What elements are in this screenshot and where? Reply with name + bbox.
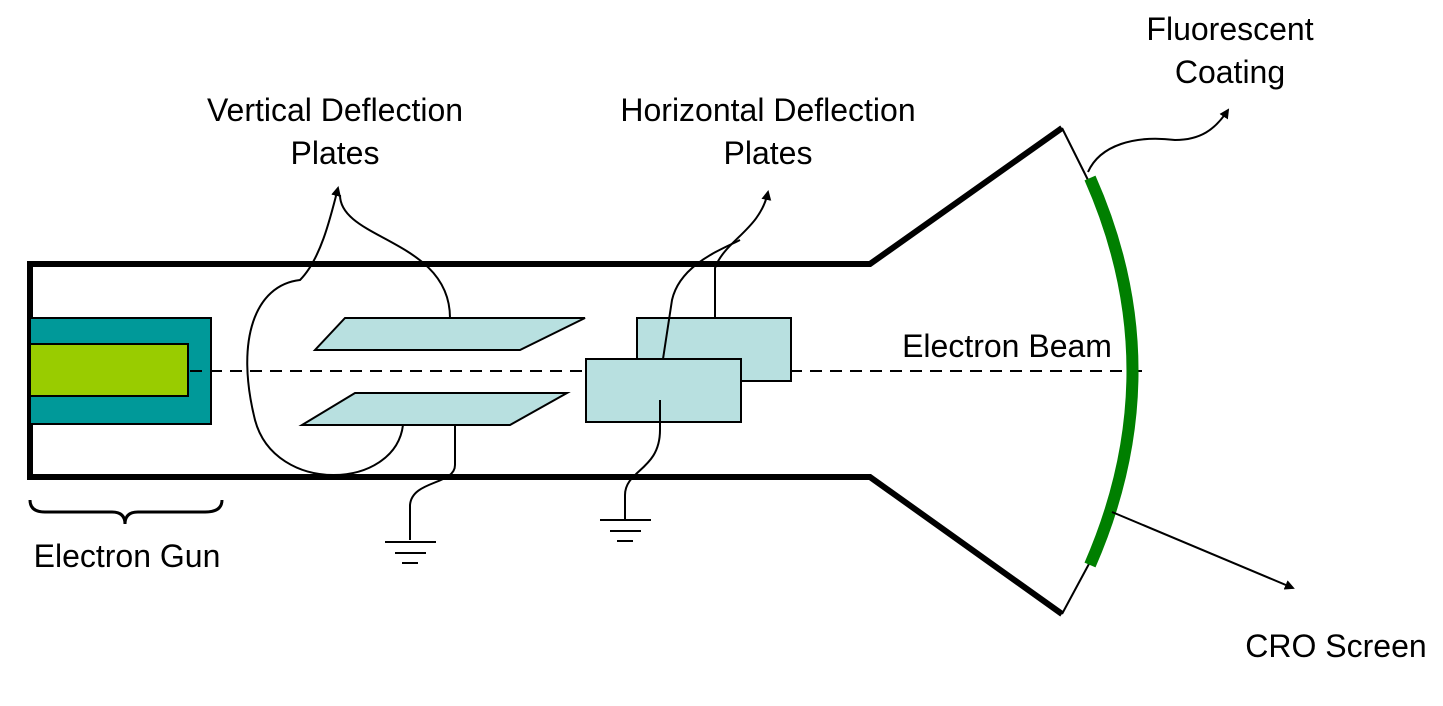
ground-symbol-horizontal bbox=[600, 519, 651, 542]
label-fluorescent-coating-line2: Coating bbox=[1175, 54, 1285, 90]
label-electron-beam: Electron Beam bbox=[902, 328, 1112, 364]
ground-symbol-vertical bbox=[385, 541, 436, 564]
label-vertical-plates-line1: Vertical Deflection bbox=[207, 92, 463, 128]
horizontal-plates-ground-lead bbox=[624, 400, 661, 520]
label-horizontal-plates-line1: Horizontal Deflection bbox=[620, 92, 915, 128]
label-electron-gun: Electron Gun bbox=[34, 538, 221, 574]
vertical-plate-bottom bbox=[298, 392, 571, 426]
vertical-plate-top bbox=[312, 317, 586, 351]
vertical-plates-lead-top bbox=[339, 194, 451, 319]
vertical-plates-ground-lead bbox=[409, 425, 456, 540]
horizontal-plate-front bbox=[585, 358, 742, 423]
label-horizontal-plates-line2: Plates bbox=[724, 135, 813, 171]
label-vertical-plates-line2: Plates bbox=[291, 135, 380, 171]
vertical-plates-lead-bottom bbox=[246, 186, 404, 476]
cro-screen-arrow bbox=[1111, 511, 1295, 590]
label-cro-screen: CRO Screen bbox=[1245, 628, 1426, 664]
fluorescent-coating-arrow bbox=[1087, 108, 1230, 173]
tube-mouth-edge-bottom bbox=[1061, 561, 1091, 615]
label-fluorescent-coating-line1: Fluorescent bbox=[1146, 11, 1313, 47]
horizontal-plates-lead-back bbox=[714, 190, 772, 318]
electron-gun-inner bbox=[29, 343, 189, 397]
fluorescent-screen bbox=[1084, 175, 1139, 568]
tube-mouth-edge-top bbox=[1061, 127, 1089, 181]
electron-gun-brace bbox=[28, 499, 224, 525]
horizontal-plates-lead-front bbox=[662, 239, 741, 360]
tube-outline-top bbox=[27, 125, 1064, 267]
